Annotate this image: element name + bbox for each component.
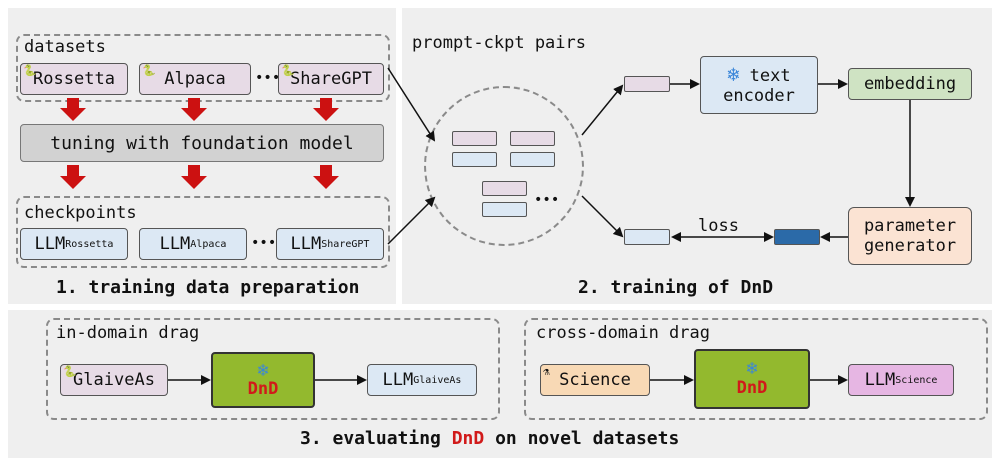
pairs-ellipsis: ••• — [534, 192, 560, 208]
parameter-generator: parameter generator — [848, 207, 972, 265]
pair-ckpt — [482, 202, 527, 217]
cross-domain-group — [524, 318, 988, 420]
checkpoints-ellipsis: ••• — [251, 235, 277, 251]
generated-params — [774, 229, 820, 245]
datasets-ellipsis: ••• — [255, 70, 281, 86]
pair-prompt — [452, 131, 497, 146]
snowflake-icon: ❄ — [727, 62, 740, 86]
section3-title: 3. evaluating DnD on novel datasets — [300, 428, 680, 449]
section1-title: 1. training data preparation — [56, 277, 360, 298]
cross-domain-label: cross-domain drag — [536, 323, 710, 343]
snowflake-icon: ❄ — [746, 358, 758, 379]
embedding: embedding — [848, 68, 972, 100]
pair-prompt — [510, 131, 555, 146]
pair-prompt — [482, 181, 527, 196]
python-logo-icon: 🐍 — [142, 64, 156, 77]
snowflake-icon: ❄ — [257, 360, 269, 381]
dataset-rossetta: 🐍 Rossetta — [20, 63, 128, 95]
datasets-label: datasets — [24, 37, 106, 57]
target-checkpoint — [624, 229, 670, 245]
pair-ckpt — [452, 152, 497, 167]
python-logo-icon: 🐍 — [281, 64, 295, 77]
dataset-alpaca: 🐍 Alpaca — [139, 63, 251, 95]
prompt-input — [624, 76, 670, 92]
panel-evaluation — [8, 310, 992, 458]
python-logo-icon: 🐍 — [63, 365, 77, 378]
prompt-ckpt-pairs-label: prompt-ckpt pairs — [412, 33, 586, 53]
python-logo-icon: 🐍 — [23, 64, 37, 77]
arrow-checkpoints-to-pairs — [387, 196, 436, 245]
glaiveas-dataset: 🐍 GlaiveAs — [60, 364, 168, 396]
arrow-pairs-to-ckpt — [581, 195, 624, 238]
checkpoints-label: checkpoints — [24, 203, 137, 223]
red-arrow-icon — [60, 98, 339, 189]
arrow-datasets-to-pairs — [387, 67, 436, 142]
in-domain-group — [46, 318, 500, 420]
pair-ckpt — [510, 152, 555, 167]
dataset-sharegpt: 🐍 ShareGPT — [278, 63, 384, 95]
datasets-group — [16, 34, 390, 102]
tuning-foundation-model: tuning with foundation model — [20, 124, 384, 162]
dnd-cross-domain: ❄ DnD — [694, 349, 810, 409]
in-domain-label: in-domain drag — [56, 323, 200, 343]
science-icon: ⚗ — [543, 365, 550, 378]
science-dataset: ⚗ Science — [540, 364, 650, 396]
checkpoints-group — [16, 196, 390, 268]
arrow-pairs-to-prompt — [581, 84, 624, 136]
loss-label: loss — [698, 216, 739, 236]
section2-title: 2. training of DnD — [578, 277, 774, 298]
dnd-in-domain: ❄ DnD — [211, 352, 315, 408]
text-encoder: ❄ text encoder — [700, 56, 818, 114]
pairs-circle — [424, 86, 584, 246]
